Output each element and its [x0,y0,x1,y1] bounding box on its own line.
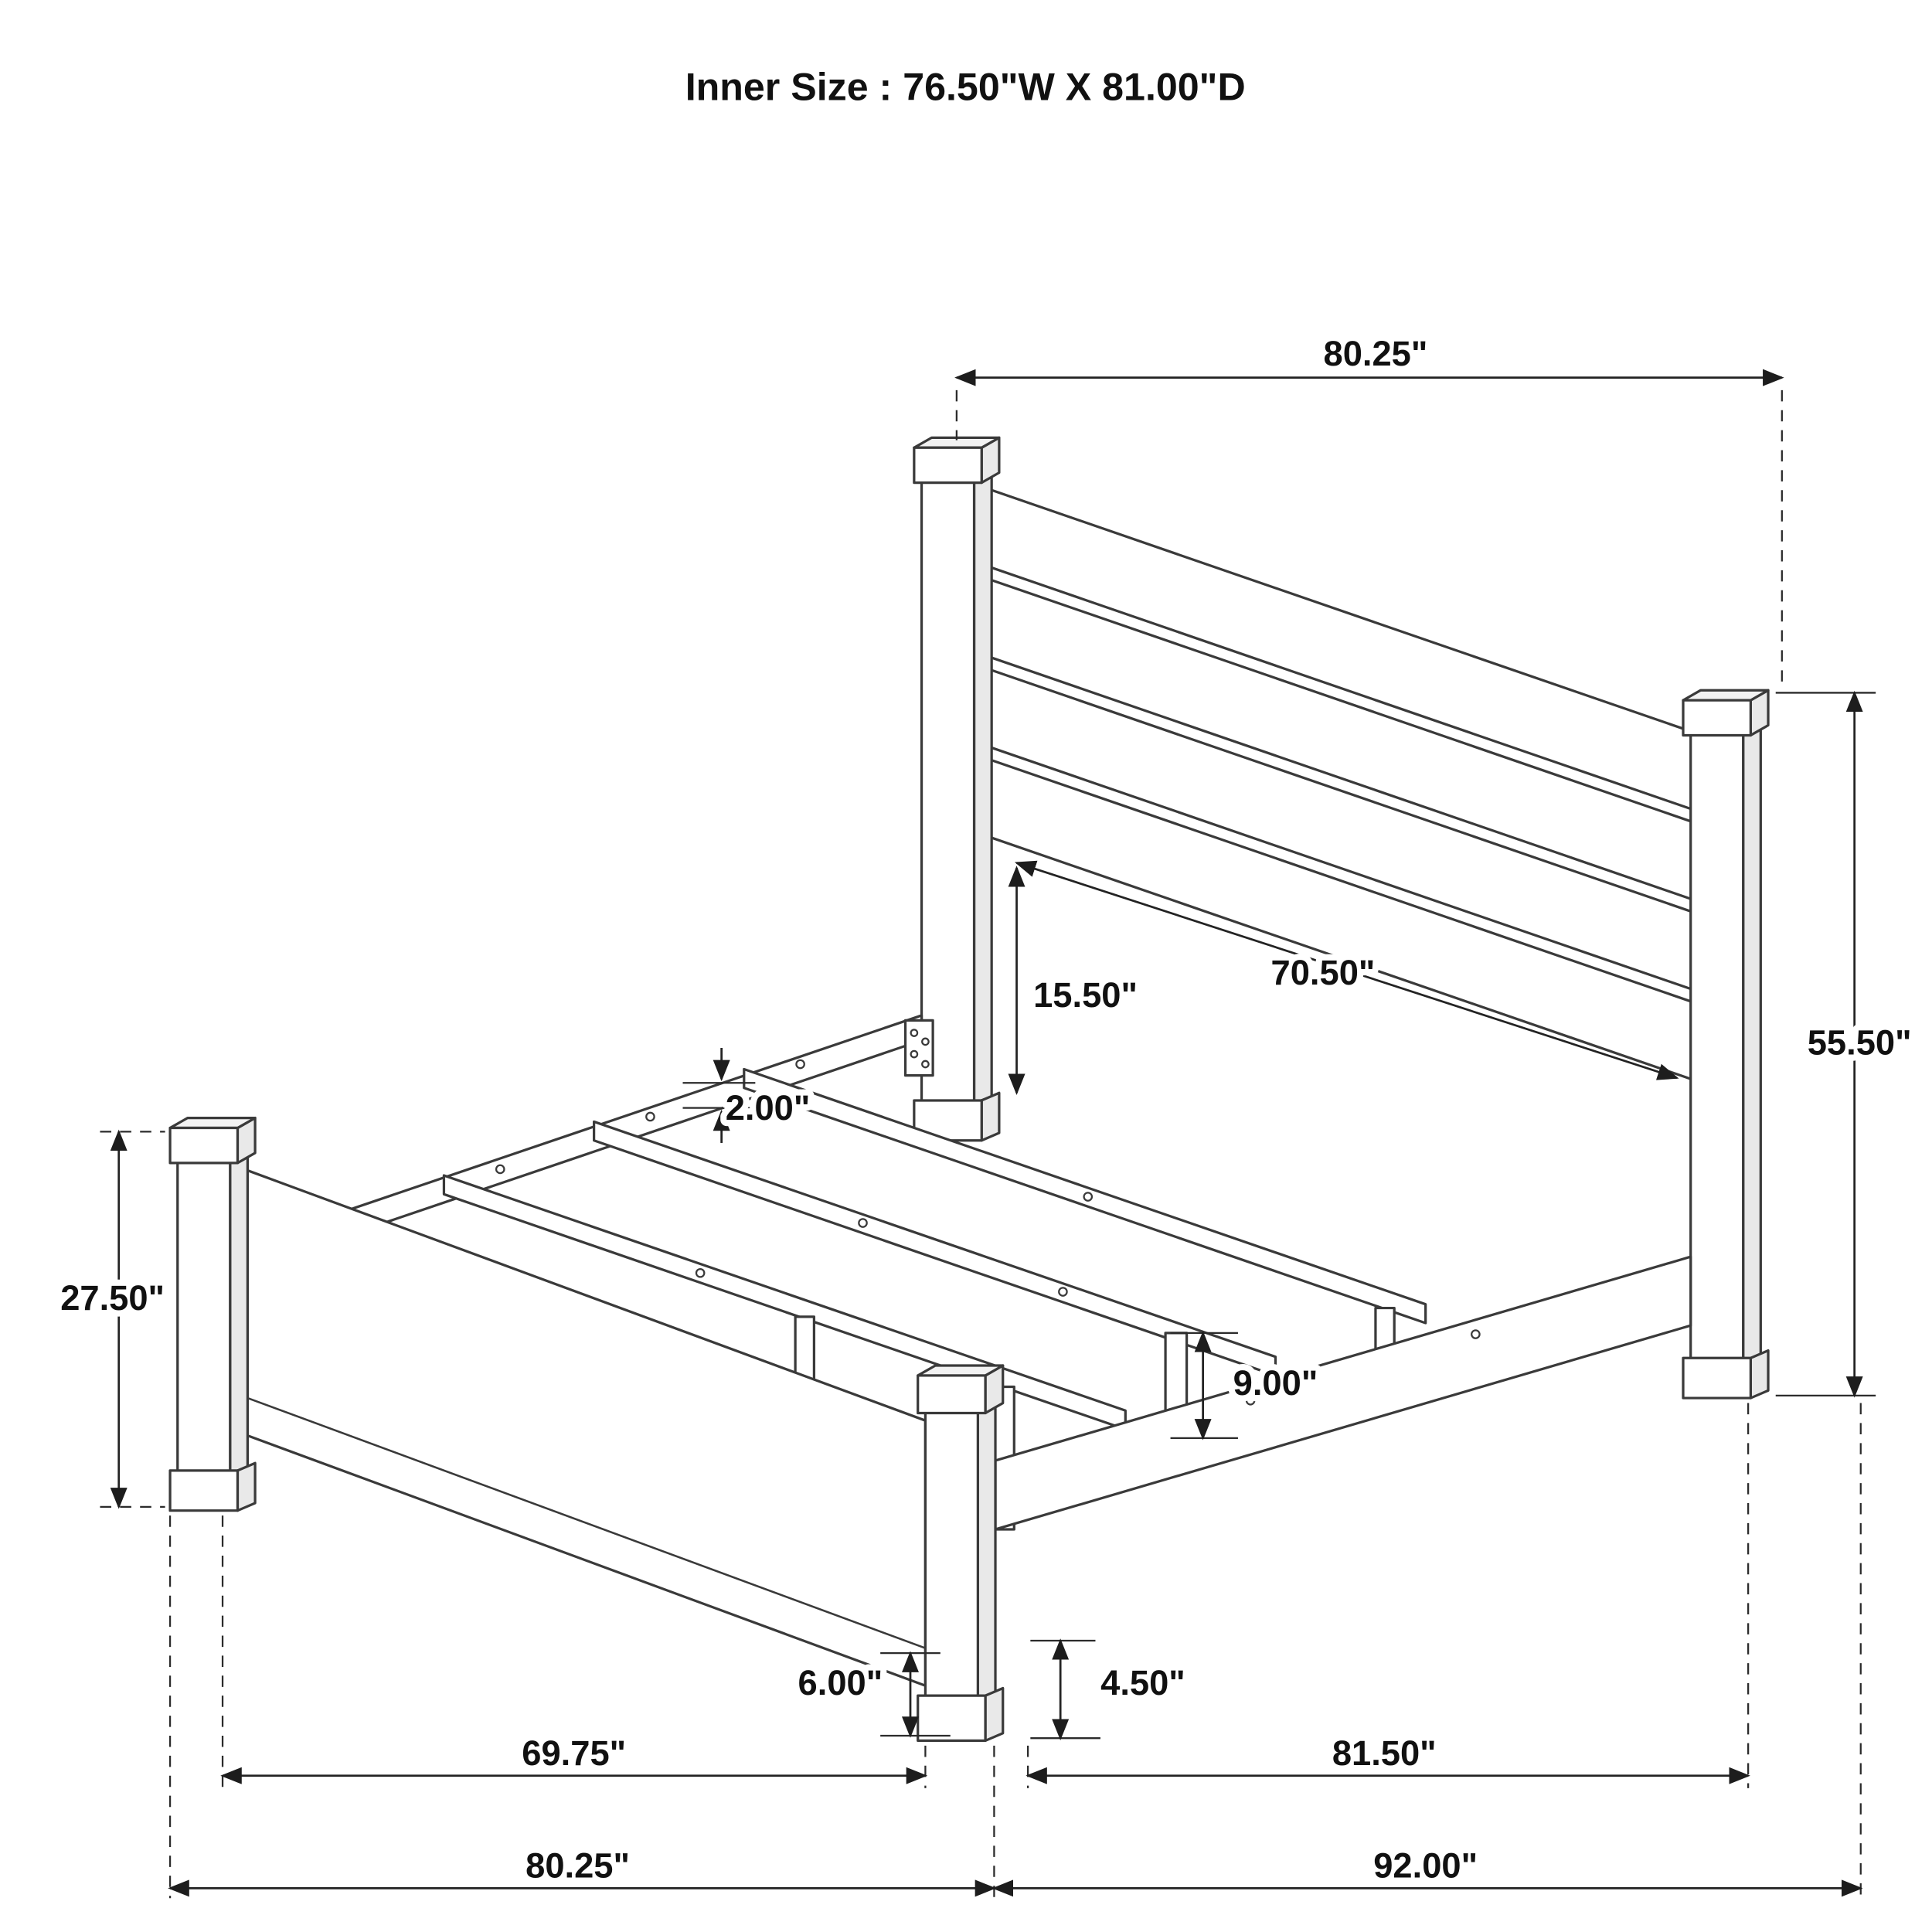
footboard-bottom-rail-line [247,1396,926,1649]
post-foot [1682,1356,1752,1400]
bolt-hole [495,1164,505,1175]
post-cap [1682,699,1752,737]
dim-footboard-outer-width: 69.75" [220,1515,928,1788]
bolt-hole [1245,1395,1256,1406]
dim-center-support-height-label: 9.00" [1233,1363,1318,1403]
dim-overall-depth-label: 92.00" [1373,1845,1478,1885]
dim-top-width-label: 80.25" [1324,334,1428,373]
bracket-hole [910,1049,919,1059]
dim-center-support-height: 9.00" [1170,1331,1324,1440]
dim-side-rail-length-label: 81.50" [1332,1733,1437,1773]
dim-center-post-foot-label: 4.50" [1100,1663,1185,1702]
bolt-hole [1083,1192,1094,1202]
post-foot [917,1694,987,1743]
footboard-post-right [917,1364,1005,1743]
footboard-post-left [168,1116,257,1512]
dimensions: 80.25" 55.50" 70.50" 15.50" 2.00" [54,328,1918,1899]
dim-footboard-post-height-label: 27.50" [60,1278,165,1318]
bolt-hole [858,1218,868,1228]
dim-footboard-post-height: 27.50" [54,1129,171,1509]
mounting-bracket [903,1019,934,1077]
headboard-post-left [913,436,1001,1142]
dim-side-rail-length: 81.50" [1026,1403,1750,1788]
headboard-post-right [1682,689,1770,1400]
post-cap [913,446,983,485]
dim-headboard-post-height-label: 55.50" [1808,1023,1912,1063]
bolt-hole [695,1267,706,1278]
page-title: Inner Size : 76.50"W X 81.00"D [685,65,1246,108]
bolt-hole [645,1111,655,1122]
dim-headboard-clearance: 15.50" [1008,866,1144,1095]
dim-rail-thickness: 2.00" [682,1047,816,1143]
dim-overall-depth: 92.00" [992,1403,1863,1899]
bed-frame-drawing [168,436,1770,1743]
dim-top-width: 80.25" [954,328,1784,685]
post-cap [168,1126,240,1165]
dim-footboard-outer-width-label: 69.75" [522,1733,626,1773]
dim-overall-width: 80.25" [168,1515,997,1899]
dim-rail-thickness-label: 2.00" [726,1088,811,1128]
dim-headboard-post-height: 55.50" [1775,690,1918,1398]
bolt-hole [1471,1329,1481,1339]
bolt-hole [1058,1287,1068,1297]
bracket-hole [921,1060,930,1069]
dim-footboard-post-foot: 6.00" [791,1651,951,1738]
slat-rail [592,1120,1277,1377]
footboard-panel [246,1168,927,1687]
dim-center-post-foot: 4.50" [1030,1638,1192,1740]
bracket-hole [910,1029,919,1037]
dim-footboard-post-foot-label: 6.00" [798,1663,883,1702]
dim-overall-width-label: 80.25" [526,1845,630,1885]
dim-headboard-inner-width: 70.50" [1014,860,1679,1080]
dim-headboard-inner-width-label: 70.50" [1271,953,1376,992]
bracket-hole [921,1037,930,1046]
dim-headboard-clearance-label: 15.50" [1033,975,1138,1015]
bolt-hole [795,1059,805,1070]
post-cap [917,1374,987,1415]
post-foot [168,1469,240,1512]
